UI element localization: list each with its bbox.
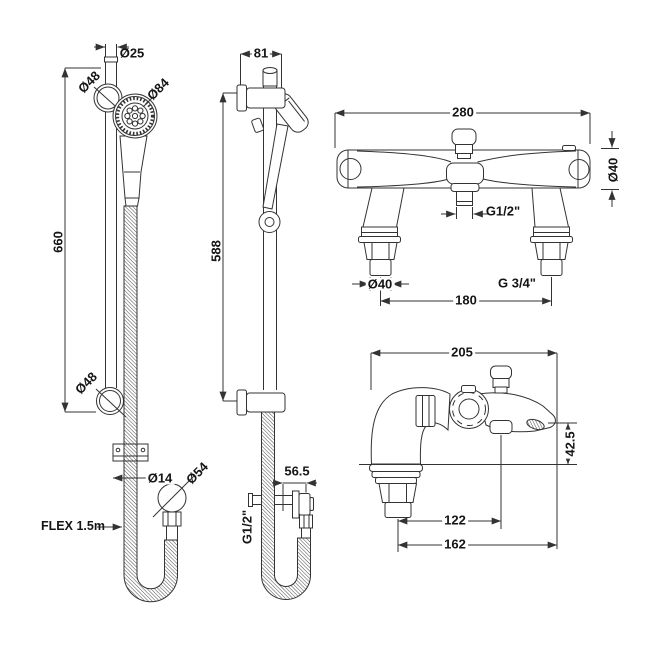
view-rail-front (61, 43, 195, 603)
dim-rail-diameter-label: Ø25 (119, 45, 145, 61)
hose-length-label: FLEX 1.5m (41, 518, 105, 533)
dim-inlet-thread-label: G 3/4" (498, 275, 536, 291)
view-mixer-front (334, 109, 619, 306)
dim-fixing-centres-label: 588 (208, 240, 224, 262)
dim-outlet-projection-label: 122 (442, 512, 468, 528)
dim-mixer-body-diameter-label: Ø40 (605, 155, 621, 185)
dim-mixer-width-label: 280 (450, 104, 476, 120)
dim-bracket-depth-label: 81 (251, 45, 271, 61)
dim-inlet-centres-label: 180 (453, 292, 479, 308)
view-mixer-side (359, 349, 577, 552)
dim-hose-diameter-label: Ø14 (145, 470, 175, 486)
dim-spout-reach-label: 162 (442, 536, 468, 552)
dim-shower-outlet-thread-label: G1/2" (485, 203, 521, 219)
dim-outlet-thread-label: G1/2" (239, 509, 255, 545)
view-rail-side (219, 50, 317, 600)
dim-spout-height-label: 42.5 (562, 429, 578, 459)
dim-tail-diameter-label: Ø40 (365, 276, 395, 292)
dim-rail-height-label: 660 (50, 231, 66, 253)
dim-outlet-depth-label: 56.5 (284, 463, 310, 479)
dim-mixer-depth-label: 205 (449, 344, 475, 360)
